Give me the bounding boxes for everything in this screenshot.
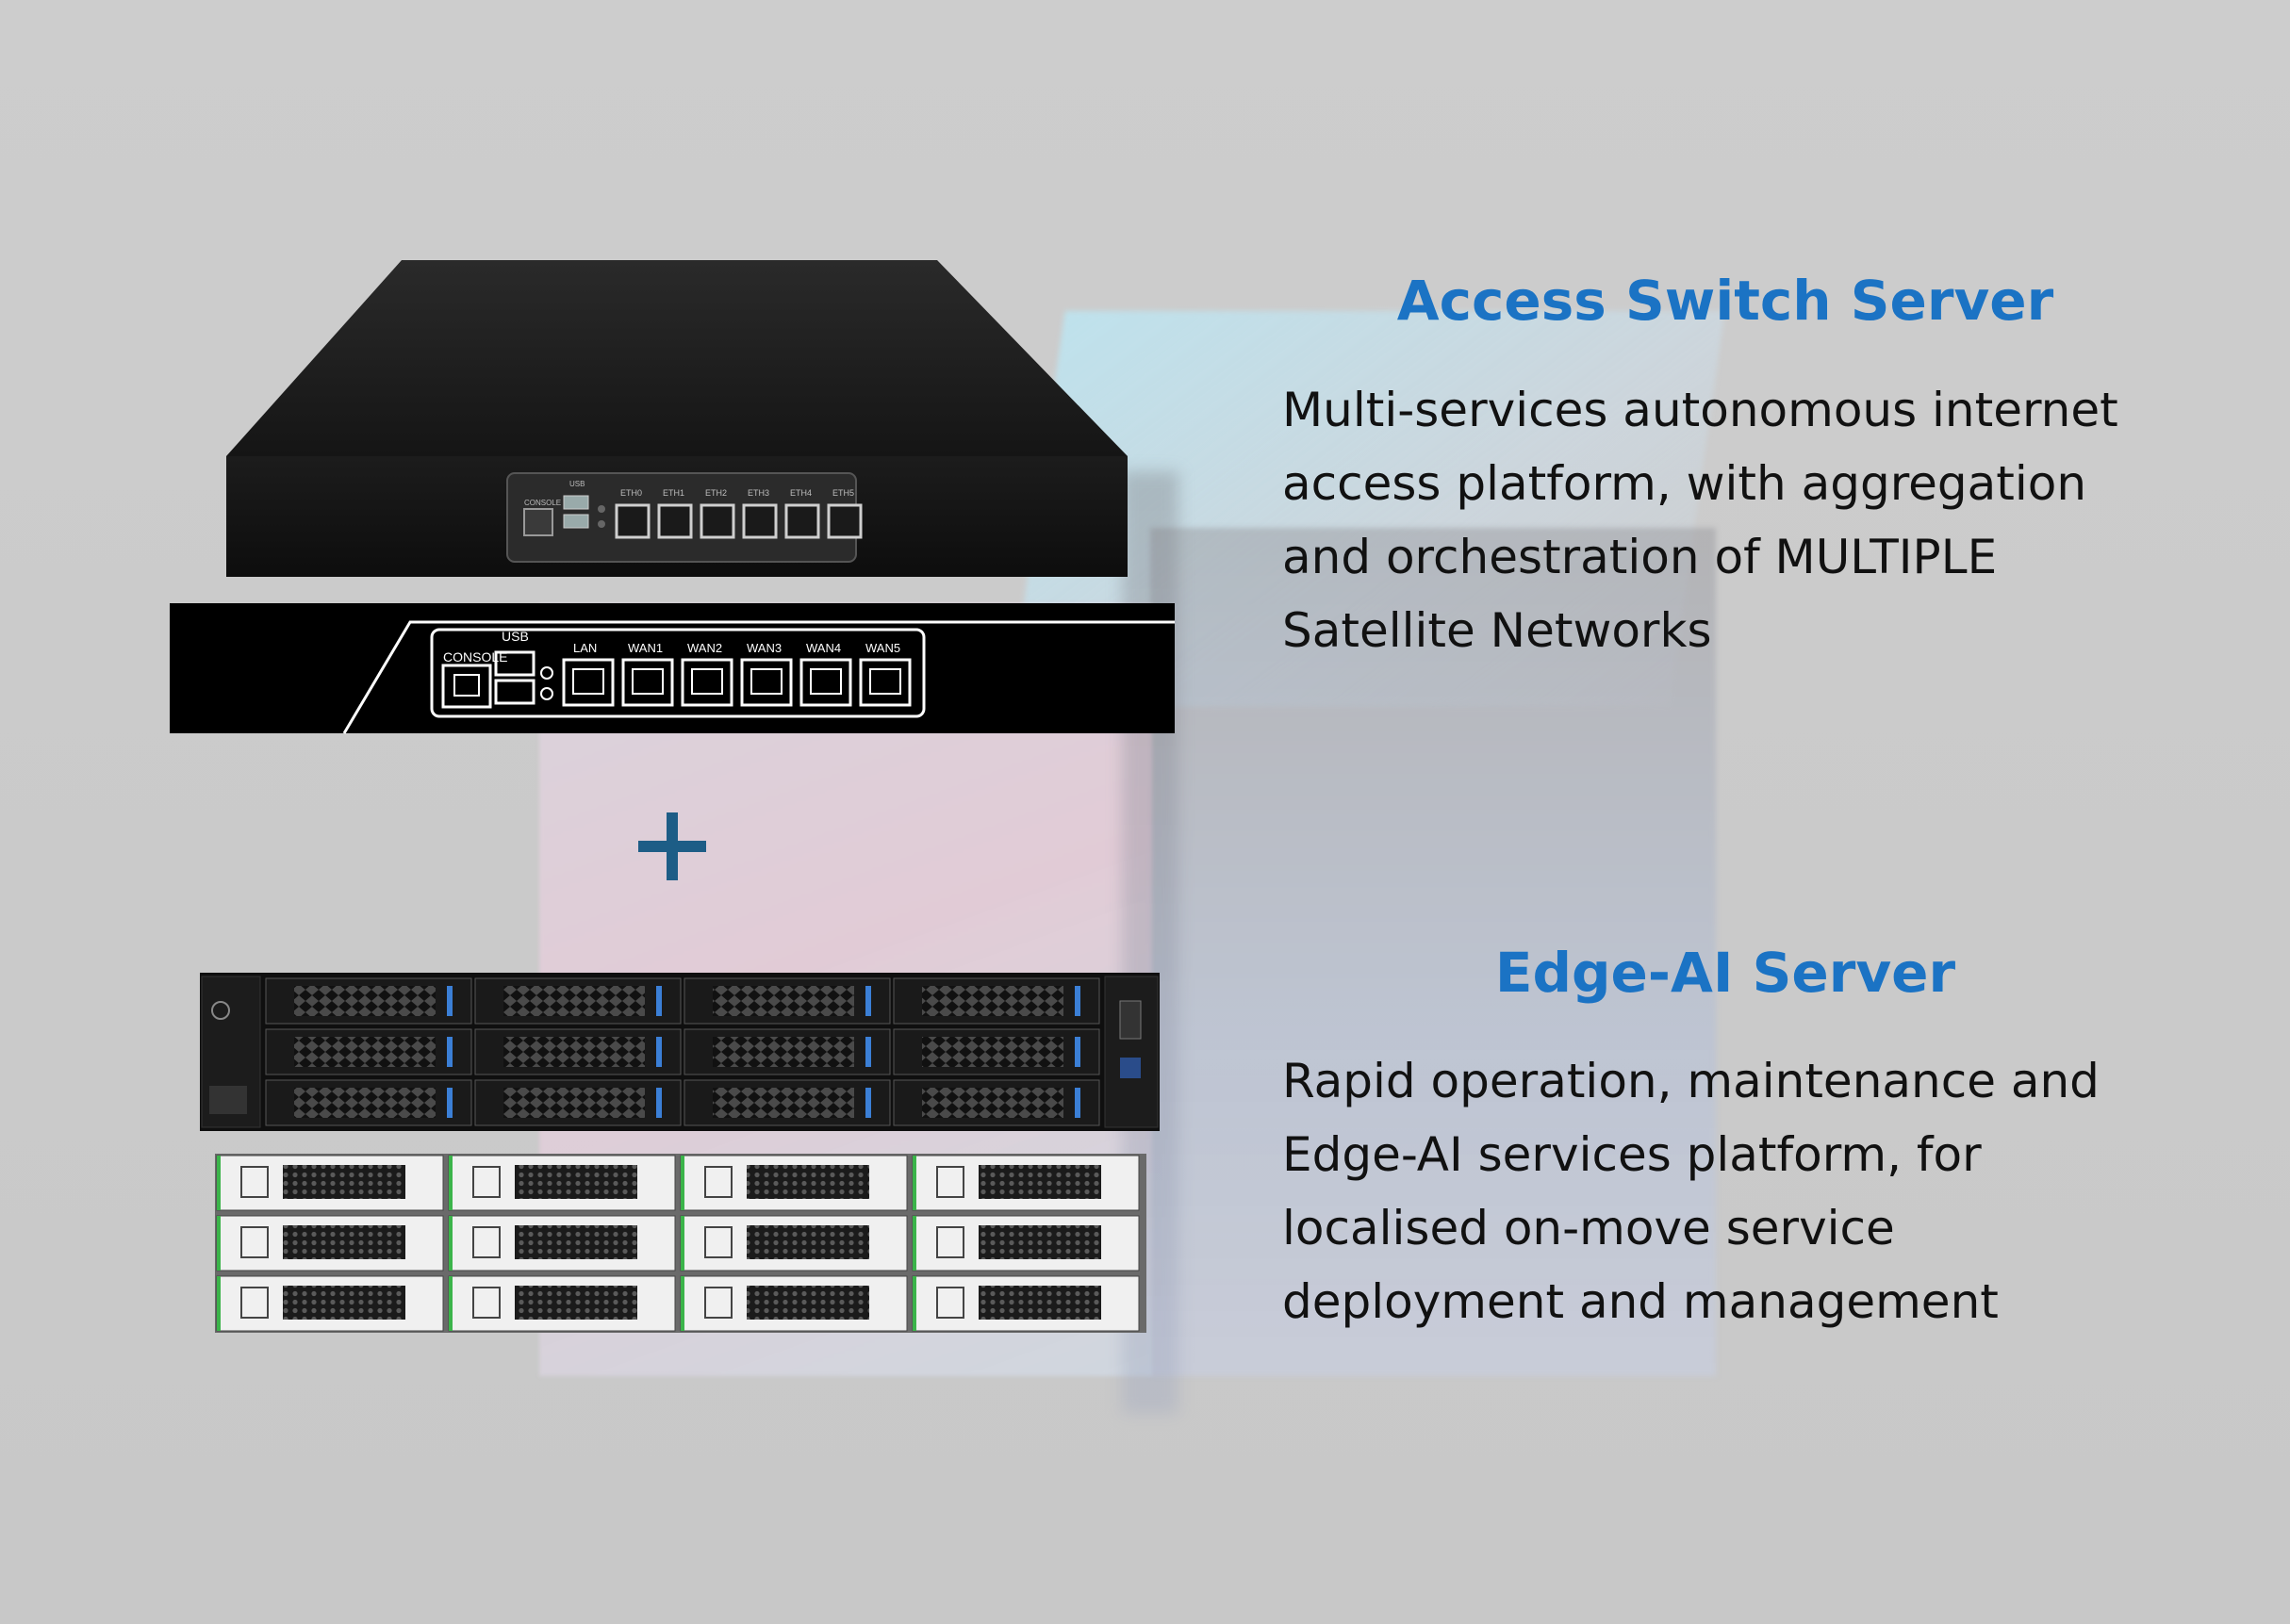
photo-eth-ports: ETH0 ETH1 ETH2 ETH3 ETH4 ETH5 [615, 488, 863, 539]
access-switch-front-panel: CONSOLE USB LAN WAN1 WAN2 WAN3 WAN4 WAN5 [170, 603, 1175, 734]
panel-label-lan: LAN [573, 641, 597, 655]
panel-rj45-port [799, 658, 852, 707]
photo-eth-port [615, 503, 651, 539]
photo-label-eth3: ETH3 [748, 488, 769, 498]
description-line: Edge-AI services platform, for [1282, 1127, 1982, 1182]
drive-bay [893, 1028, 1100, 1075]
drive-bay [265, 1028, 472, 1075]
panel-console-port [441, 664, 492, 709]
panel-led-1 [540, 666, 553, 680]
drive-tray [448, 1275, 676, 1332]
panel-label-wan3: WAN3 [747, 641, 782, 655]
description-line: localised on-move service [1282, 1201, 1895, 1255]
access-switch-description: Multi-services autonomous internet acces… [1282, 373, 2263, 667]
description-line: Multi-services autonomous internet [1282, 383, 2118, 437]
drive-tray [216, 1215, 444, 1271]
drive-tray [216, 1155, 444, 1211]
panel-label-wan1: WAN1 [628, 641, 663, 655]
server-right-ear [1104, 976, 1159, 1128]
photo-led-1 [598, 505, 605, 513]
drive-tray [680, 1275, 908, 1332]
drive-bay [474, 1079, 682, 1126]
photo-console-port [523, 508, 553, 536]
photo-usb-port-2 [563, 514, 589, 529]
edge-ai-server-front-panel [215, 1154, 1146, 1333]
drive-bay [265, 1079, 472, 1126]
panel-rj45-port [681, 658, 733, 707]
drive-bay [684, 1028, 891, 1075]
background-cube-side [1150, 528, 1716, 1376]
photo-label-console: CONSOLE [524, 499, 561, 507]
photo-eth-port [700, 503, 735, 539]
drive-tray [448, 1215, 676, 1271]
chassis-top [226, 260, 1128, 456]
photo-label-usb: USB [569, 480, 585, 488]
drive-tray [448, 1155, 676, 1211]
drive-tray [912, 1275, 1140, 1332]
photo-label-eth4: ETH4 [790, 488, 812, 498]
panel-usb-port-2 [494, 679, 535, 705]
edge-ai-title: Edge-AI Server [1494, 941, 1956, 1005]
drive-tray [680, 1215, 908, 1271]
drive-trays [216, 1155, 1140, 1332]
drive-bay [474, 1028, 682, 1075]
panel-rj45-port [740, 658, 793, 707]
description-line: deployment and management [1282, 1274, 1999, 1329]
photo-usb-port-1 [563, 495, 589, 510]
panel-label-wan4: WAN4 [806, 641, 841, 655]
photo-eth-port [657, 503, 693, 539]
drive-bay [893, 977, 1100, 1025]
photo-label-eth1: ETH1 [663, 488, 684, 498]
description-line: access platform, with aggregation [1282, 456, 2087, 511]
server-drive-bays [265, 977, 1100, 1126]
panel-label-console: CONSOLE [443, 649, 507, 664]
panel-rj45-port [859, 658, 912, 707]
panel-label-wan5: WAN5 [865, 641, 900, 655]
photo-eth-port [742, 503, 778, 539]
drive-tray [912, 1215, 1140, 1271]
photo-label-eth5: ETH5 [832, 488, 854, 498]
drive-bay [684, 977, 891, 1025]
panel-rj45-port [621, 658, 674, 707]
drive-tray [216, 1275, 444, 1332]
access-switch-photo: CONSOLE USB ETH0 ETH1 ETH2 ETH3 ETH4 ETH… [226, 260, 1128, 577]
edge-ai-description: Rapid operation, maintenance and Edge-AI… [1282, 1044, 2263, 1338]
panel-usb-port-1 [494, 650, 535, 677]
photo-eth-port [827, 503, 863, 539]
access-switch-title: Access Switch Server [1396, 269, 2054, 333]
description-line: Rapid operation, maintenance and [1282, 1054, 2100, 1108]
panel-rj45-ports: LAN WAN1 WAN2 WAN3 WAN4 WAN5 [562, 641, 912, 707]
drive-bay [893, 1079, 1100, 1126]
drive-bay [474, 977, 682, 1025]
drive-bay [265, 977, 472, 1025]
panel-label-wan2: WAN2 [687, 641, 722, 655]
drive-tray [912, 1155, 1140, 1211]
panel-label-usb: USB [502, 629, 529, 644]
photo-eth-port [784, 503, 820, 539]
drive-bay [684, 1079, 891, 1126]
edge-ai-server-photo [200, 973, 1160, 1131]
description-line: Satellite Networks [1282, 603, 1712, 658]
plus-icon [638, 812, 706, 880]
panel-led-2 [540, 687, 553, 700]
panel-rj45-port [562, 658, 615, 707]
photo-label-eth2: ETH2 [705, 488, 727, 498]
description-line: and orchestration of MULTIPLE [1282, 530, 1998, 584]
drive-tray [680, 1155, 908, 1211]
photo-label-eth0: ETH0 [620, 488, 642, 498]
photo-led-2 [598, 520, 605, 528]
